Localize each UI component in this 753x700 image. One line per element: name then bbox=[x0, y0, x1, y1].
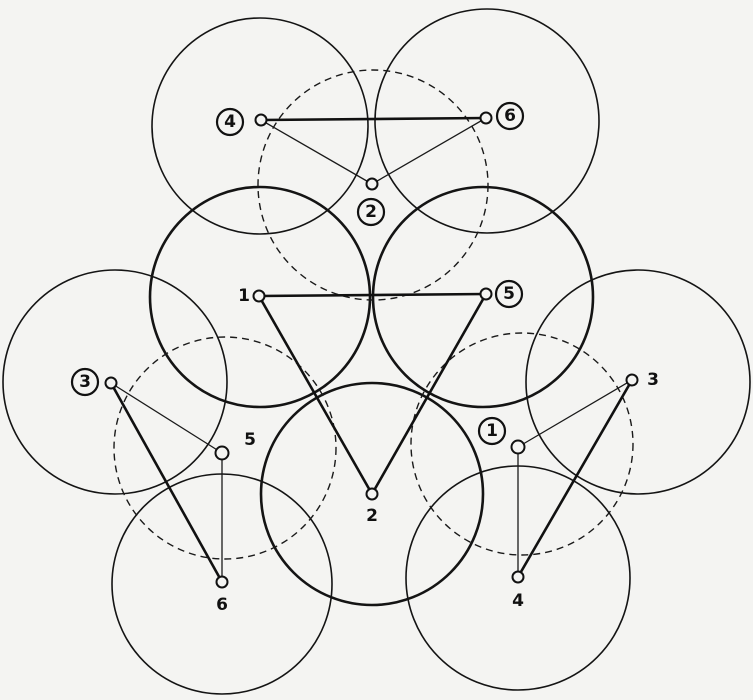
edge-v1-v2 bbox=[257, 295, 374, 495]
circle-left bbox=[2, 269, 228, 495]
vertex-labels: 1 5 2 4 6 2 3 5 6 3 1 4 bbox=[70, 101, 659, 615]
edge-r3-r4 bbox=[516, 379, 634, 578]
dashed-circle-right bbox=[410, 332, 634, 556]
dashed-circle-left bbox=[113, 336, 337, 560]
solid-circles bbox=[2, 8, 751, 695]
edge-t4-t2 bbox=[260, 119, 373, 185]
label-v5: 5 bbox=[503, 284, 515, 304]
label-t2: 2 bbox=[365, 202, 377, 222]
edge-r3-r1 bbox=[517, 379, 633, 448]
label-v1: 1 bbox=[238, 286, 250, 306]
vertex-nodes bbox=[104, 111, 639, 589]
connecting-lines bbox=[109, 116, 634, 583]
node-r4 bbox=[511, 570, 525, 584]
label-r1: 1 bbox=[486, 421, 498, 441]
badge-ring-l3 bbox=[70, 367, 100, 397]
circle-mid-left bbox=[148, 185, 372, 409]
circle-right bbox=[525, 269, 751, 495]
edge-v5-v2 bbox=[370, 293, 488, 495]
node-v2 bbox=[365, 487, 379, 501]
label-r3: 3 bbox=[647, 370, 659, 390]
edge-t6-t2 bbox=[371, 117, 487, 185]
badge-ring-t6 bbox=[495, 101, 525, 131]
dashed-circle-top bbox=[257, 69, 489, 301]
node-l3 bbox=[104, 376, 118, 390]
node-r3 bbox=[625, 373, 639, 387]
node-v1 bbox=[252, 289, 266, 303]
circle-mid-right bbox=[371, 185, 595, 409]
badge-ring-v5 bbox=[494, 279, 524, 309]
node-t6 bbox=[479, 111, 493, 125]
dashed-circles bbox=[113, 69, 634, 560]
label-l3: 3 bbox=[79, 372, 91, 392]
edge-v1-v5 bbox=[258, 292, 487, 298]
node-t2 bbox=[365, 177, 379, 191]
node-t4 bbox=[254, 113, 268, 127]
label-r4: 4 bbox=[512, 591, 524, 611]
circle-top-left bbox=[151, 17, 369, 235]
badge-ring-t4 bbox=[215, 107, 245, 137]
label-l6: 6 bbox=[216, 595, 228, 615]
circle-center-bottom bbox=[259, 381, 485, 607]
node-l5 bbox=[214, 445, 230, 461]
edge-l3-l6 bbox=[109, 382, 224, 583]
node-l6 bbox=[215, 575, 229, 589]
label-v2: 2 bbox=[366, 506, 378, 526]
label-t4: 4 bbox=[224, 112, 236, 132]
label-t6: 6 bbox=[504, 106, 516, 126]
edge-t4-t6 bbox=[260, 116, 487, 122]
node-v5 bbox=[479, 287, 493, 301]
label-l5: 5 bbox=[244, 430, 256, 450]
edge-l3-l5 bbox=[110, 382, 223, 454]
badge-ring-t2 bbox=[356, 197, 386, 227]
badge-ring-r1 bbox=[477, 416, 507, 446]
circle-top-right bbox=[374, 8, 600, 234]
node-r1 bbox=[510, 439, 526, 455]
